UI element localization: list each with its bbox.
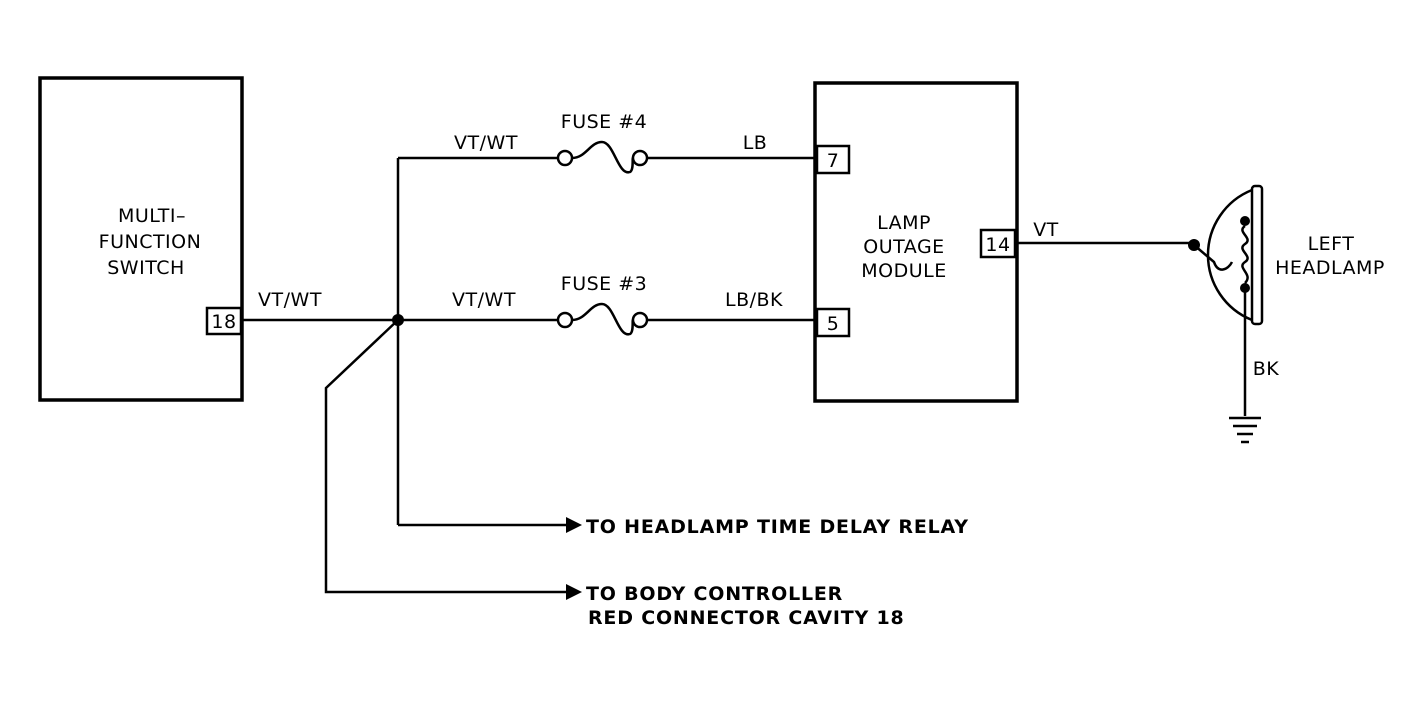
destination-headlamp-relay: TO HEADLAMP TIME DELAY RELAY (586, 516, 969, 538)
fuse-4: FUSE #4 (556, 111, 649, 174)
wire-label-lower-branch: VT/WT (452, 289, 516, 311)
fuse4-element-icon (571, 140, 635, 174)
module-pin5-box (815, 307, 851, 338)
module-label-line2: OUTAGE (863, 236, 944, 258)
module-pin14-label: 14 (985, 234, 1010, 256)
module-label-line1: LAMP (877, 212, 931, 234)
module-label-line3: MODULE (861, 260, 946, 282)
fuse4-right-terminal (631, 149, 649, 167)
headlamp-lead-icon (1193, 244, 1234, 271)
wire-label-fuse4-out: LB (743, 132, 768, 154)
destination-body-controller-line2: RED CONNECTOR CAVITY 18 (588, 607, 904, 629)
wire-label-switch-out: VT/WT (258, 289, 322, 311)
fuse-3: FUSE #3 (556, 273, 649, 336)
headlamp-terminal-upper (1240, 216, 1250, 226)
wire-label-fuse3-out: LB/BK (725, 289, 783, 311)
multi-function-switch: MULTI– FUNCTION SWITCH 18 (38, 76, 244, 402)
wires (241, 156, 1192, 594)
module-pin14-box (979, 228, 1017, 259)
fuse3-left-terminal (556, 311, 574, 329)
arrow-body-controller-icon (566, 584, 582, 600)
switch-label-line1: MULTI– (118, 205, 186, 227)
switch-label-line2: FUNCTION (99, 231, 202, 253)
module-pin7-box (815, 144, 851, 175)
fuse3-right-terminal (631, 311, 649, 329)
switch-pin-box (205, 306, 243, 336)
fuse4-left-terminal (556, 149, 574, 167)
headlamp-lens-icon (1250, 184, 1264, 326)
module-pin7-label: 7 (827, 150, 840, 172)
module-pin5-label: 5 (827, 313, 840, 335)
destination-body-controller-line1: TO BODY CONTROLLER (586, 583, 843, 605)
wire-to-body-controller (324, 319, 568, 594)
switch-pin-label: 18 (211, 311, 236, 333)
junction-dot (392, 314, 404, 326)
wire-label-upper-branch: VT/WT (454, 132, 518, 154)
left-headlamp: LEFT HEADLAMP (1188, 184, 1385, 444)
fuse3-element-icon (571, 302, 635, 336)
multi-function-switch-box (38, 76, 244, 402)
switch-label-line3: SWITCH (107, 257, 185, 279)
fuse4-label: FUSE #4 (561, 111, 647, 133)
arrow-relay-icon (566, 517, 582, 533)
wire-label-ground: BK (1253, 358, 1280, 380)
wire-label-module-out: VT (1033, 219, 1059, 241)
lamp-outage-module: LAMP OUTAGE MODULE 7 5 14 (813, 81, 1019, 403)
headlamp-label-line2: HEADLAMP (1275, 257, 1385, 279)
headlamp-filament-icon (1241, 224, 1249, 284)
headlamp-label-line1: LEFT (1308, 233, 1355, 255)
fuse3-label: FUSE #3 (561, 273, 647, 295)
